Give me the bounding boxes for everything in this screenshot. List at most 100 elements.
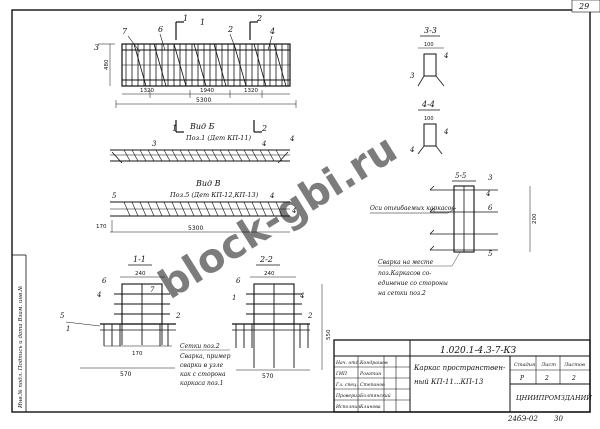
view-b: Вид Б Поз.1 (Дет КП-11) 3 4 4: [110, 122, 294, 164]
view-b-callout-4: 4: [261, 140, 266, 148]
rebar-diag: [251, 201, 259, 217]
section-1-1: 1-1 240 170 570 6 4 5 1 2 7: [60, 255, 181, 378]
rebar-diag: [195, 201, 203, 217]
section-2-2-callout-4: 4: [299, 292, 304, 300]
rebar-diag: [243, 201, 251, 217]
rebar-diag: [133, 43, 147, 87]
rebar-diag: [235, 201, 243, 217]
rebar-diag: [153, 43, 167, 87]
section-2-2-callout-1: 1: [232, 294, 236, 302]
rebar-diag: [233, 43, 247, 87]
section-1-1-callout-7: 7: [150, 286, 155, 294]
svg-text:единение со стороны: единение со стороны: [378, 280, 448, 287]
svg-text:каркаса поз.1: каркаса поз.1: [180, 380, 223, 387]
stamp-sheet-header: Лист: [540, 362, 556, 368]
section-4-4-label: 4-4: [421, 100, 435, 109]
rebar-diag: [227, 201, 235, 217]
rebar-diag: [259, 149, 267, 162]
view-v: Вид В Поз.5 (Дет КП-12,КП-13) 5 4 4 170 …: [96, 179, 296, 233]
section-2-2-callout-6: 6: [236, 277, 241, 285]
view-b-callout-4b: 4: [289, 135, 294, 143]
section-1-1-callout-6: 6: [102, 277, 107, 285]
rebar-diag: [139, 149, 147, 162]
rebar-diag: [275, 149, 283, 162]
callout-3: 3: [94, 43, 99, 52]
section-1-1-callout-1: 1: [66, 325, 70, 333]
section-mark-2-top: 2: [256, 14, 262, 23]
section-mark-2-bottom: 2: [261, 124, 267, 133]
section-3-3: 3-3 100 3 4: [410, 26, 448, 87]
section-5-5: 5-5 3 4 6 5 200 Оси отгибаемых каркасов: [370, 172, 538, 258]
section-5-5-callout-6: 6: [488, 204, 493, 212]
stamp-sheet-value: 2: [544, 375, 549, 382]
doc-code: 1.020.1-4.3-7-КЗ: [440, 346, 516, 356]
rebar-diag: [155, 201, 163, 217]
section-2-2-dim-550: 550: [326, 329, 332, 340]
title-block: 1.020.1-4.3-7-КЗ Каркас пространствен- н…: [333, 339, 592, 413]
rebar-diag: [147, 149, 155, 162]
rebar-diag: [173, 43, 187, 87]
rebar-diag: [253, 43, 267, 87]
dim-1320-left: 1320: [140, 88, 154, 94]
section-5-5-callout-4: 4: [485, 190, 490, 198]
rebar-diag: [131, 201, 139, 217]
section-3-3-dim: 100: [424, 42, 434, 48]
rebar-diag: [155, 149, 163, 162]
svg-text:Сварка, пример: Сварка, пример: [180, 353, 231, 360]
dim-1940: 1940: [200, 88, 214, 94]
rebar-diag: [147, 201, 155, 217]
page-number: 29: [578, 2, 589, 11]
stamp-role: Гл. спец.: [335, 382, 358, 388]
callout-7: 7: [122, 27, 128, 36]
rebar-diag: [171, 149, 179, 162]
section-2-2-callout-2: 2: [307, 312, 313, 320]
stamp-role: Нач. отд.: [335, 360, 361, 366]
rebar-diag: [123, 149, 131, 162]
dim-480: 480: [104, 59, 110, 70]
section-2-2: 2-2 240 570 550 6 1 4 2: [232, 255, 332, 380]
view-v-callout-5: 5: [112, 192, 117, 200]
rebar-hook: [429, 245, 435, 251]
rebar-diag: [251, 149, 259, 162]
rebar-diag: [273, 43, 287, 87]
rebar-diag: [203, 201, 211, 217]
rebar-hook: [429, 185, 435, 191]
section-1-1-dim-240: 240: [135, 271, 146, 277]
rebar-diag: [211, 201, 219, 217]
rebar-diag: [213, 43, 227, 87]
view-v-callout-4b: 4: [291, 207, 296, 215]
rebar-diag: [187, 149, 195, 162]
section-2-2-dim-240: 240: [264, 271, 275, 277]
rebar-diag: [195, 149, 203, 162]
rebar-diag: [259, 201, 267, 217]
section-5-5-callout-3: 3: [488, 174, 493, 182]
callout-1: 1: [200, 18, 205, 27]
rebar-diag: [187, 201, 195, 217]
section-1-1-label: 1-1: [133, 255, 146, 264]
callout-2: 2: [227, 25, 233, 34]
sheet-no: 30: [554, 415, 563, 423]
view-v-dim-170: 170: [96, 224, 107, 230]
rebar-diag: [219, 149, 227, 162]
view-b-callout-3: 3: [152, 140, 157, 148]
section-1-1-dim-570: 570: [120, 371, 132, 378]
stamp-name: Кондрашов: [359, 360, 388, 366]
main-view: 1 1 2 2 7 6 1 2 4 3 1320 1940 1320 5300: [94, 14, 297, 133]
callout-4: 4: [269, 27, 275, 36]
rebar-diag: [163, 149, 171, 162]
rebar-diag: [179, 201, 187, 217]
note-1: Сетки поз.2 Сварка, пример сварки в узле…: [180, 343, 231, 387]
rebar-diag: [193, 43, 207, 87]
rebar-diag: [163, 201, 171, 217]
title-line-2: ный КП-11...КП-13: [414, 378, 484, 386]
stamp-name: Болтянский: [359, 393, 391, 399]
svg-text:поз.Каркасов со-: поз.Каркасов со-: [378, 270, 431, 277]
stamp-name: Рогатин: [359, 371, 381, 377]
section-5-5-label: 5-5: [455, 172, 467, 180]
stamp-name: Степанов: [360, 382, 385, 388]
section-4-4-dim: 100: [424, 116, 434, 122]
section-1-1-dim-170: 170: [132, 351, 143, 357]
section-5-5-dim: 200: [532, 213, 538, 224]
side-note: Инв.№ подл. Подпись и дата Взам. инв.№: [18, 286, 24, 409]
